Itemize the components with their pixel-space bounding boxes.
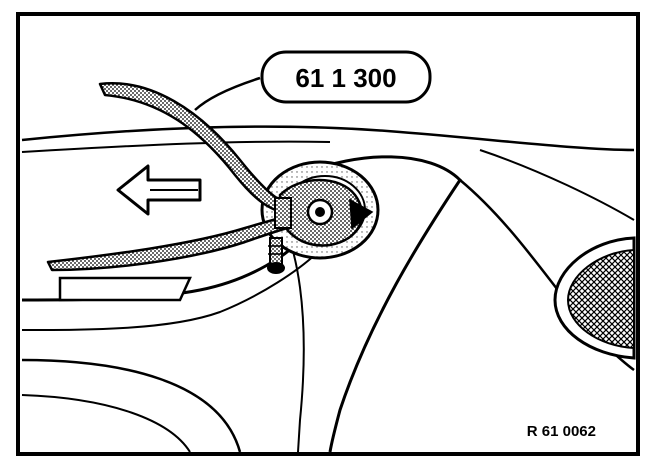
reference-code-label: R 61 0062 [527,423,596,440]
pliers-icon [46,82,374,272]
tool-number-label: 61 1 300 [295,63,396,93]
direction-arrow-icon [116,164,202,216]
screw-icon [267,237,285,274]
speaker-grille-icon [553,236,636,360]
tool-callout: 61 1 300 [260,50,432,104]
callout-leader [194,76,261,111]
